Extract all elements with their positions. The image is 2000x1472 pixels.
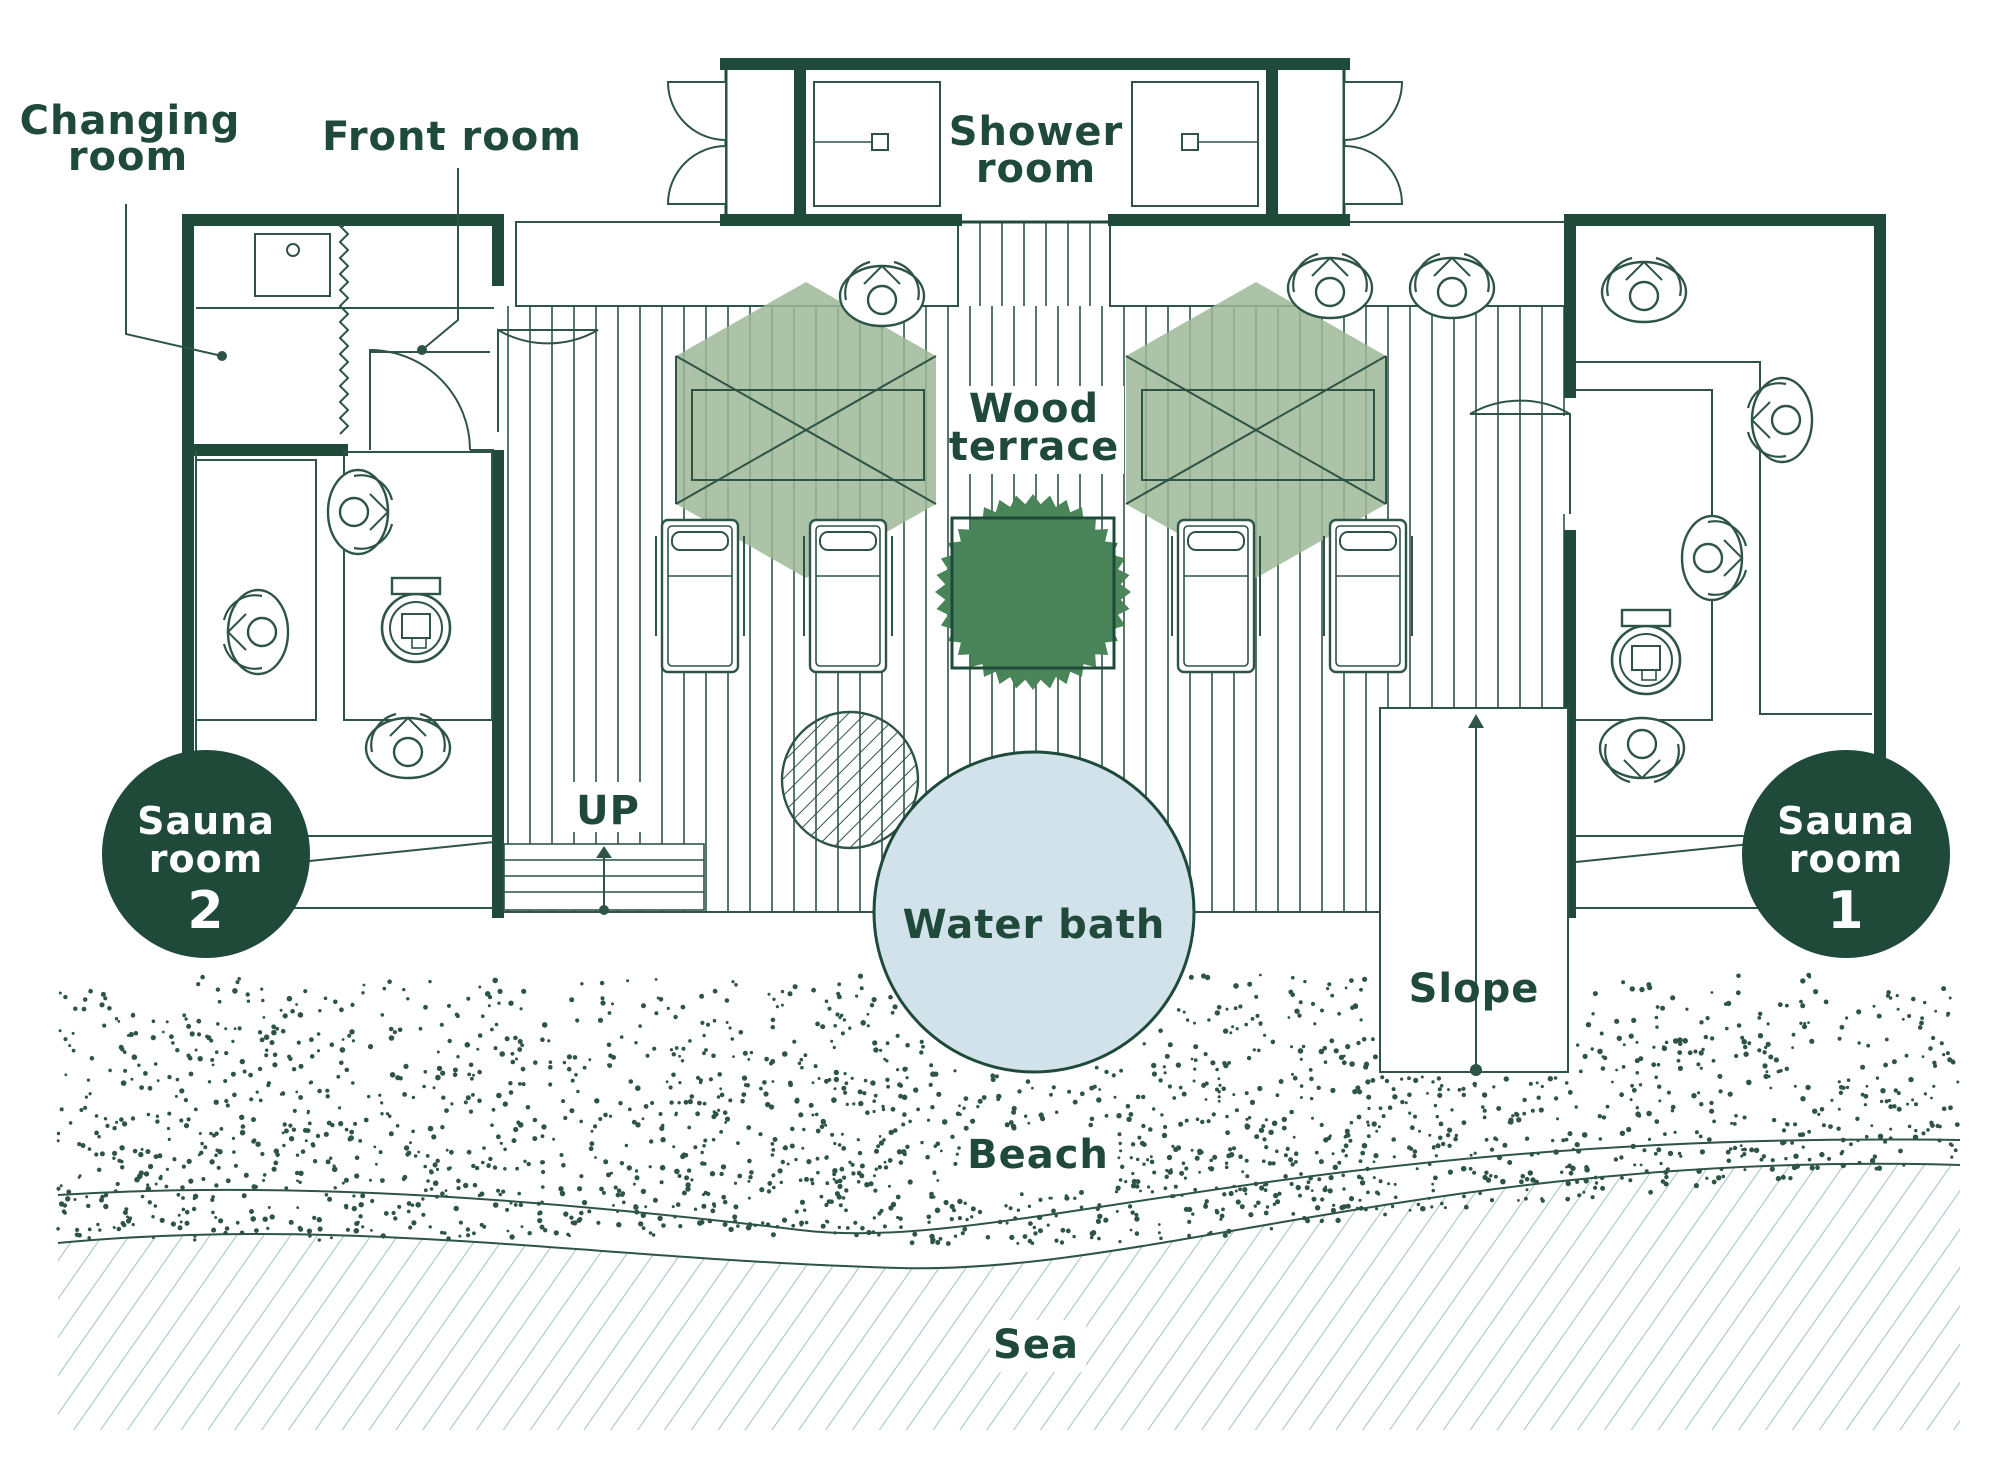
person-icon [1680,514,1748,602]
person-icon [326,468,394,556]
sauna-room-1-badge [1742,750,1950,958]
person-icon [1408,252,1496,320]
person-icon [838,260,926,328]
person-icon [1598,716,1686,784]
person-icon [1286,252,1374,320]
sauna-room-2-badge [102,750,310,958]
leader-lines [125,168,459,357]
beach-label: Beach [967,1132,1109,1178]
water-bath [872,750,1196,1074]
sauna-room-2-label-2: room [149,837,264,881]
up-label: UP [576,788,640,834]
lounge-chair-icon [654,518,746,674]
person-icon [1746,376,1814,464]
sauna-room-1-number: 1 [1827,881,1864,941]
curtain-icon [337,225,350,435]
lounge-chair-icon [802,518,894,674]
sauna-room-2-label-1: Sauna [137,799,275,843]
tree-icon [935,494,1131,690]
table-right [1125,355,1387,505]
shower-room-label-1: Shower [949,109,1124,155]
slope [1379,707,1569,1076]
table-left [675,355,937,505]
stove-icon [380,576,452,664]
shower-room-label-2: room [976,146,1096,192]
right-building [1469,214,1886,918]
sea-area [57,1138,1961,1430]
water-bath-label: Water bath [903,902,1166,948]
lounge-chair-icon [1170,518,1262,674]
sauna-room-1-label-2: room [1789,837,1904,881]
person-icon [364,712,452,780]
sauna-room-2-number: 2 [187,881,224,941]
parasol-icon [780,710,920,850]
front-room-label: Front room [322,114,582,160]
lounge-chair-icon [1322,518,1414,674]
changing-room-label-2: room [68,134,188,180]
changing-room-label-1: Changing [20,98,241,144]
sauna-room-1-label-1: Sauna [1777,799,1915,843]
sea-label: Sea [993,1322,1079,1368]
shower-room [666,58,1404,226]
person-icon [222,588,290,676]
terrace-furniture [654,252,1496,850]
wood-terrace-label-2: terrace [949,424,1120,470]
person-icon [1600,256,1688,324]
beach-area [56,972,1960,1246]
slope-label: Slope [1409,966,1540,1012]
wood-terrace-label-1: Wood [969,386,1099,432]
stove-icon [1610,608,1682,696]
